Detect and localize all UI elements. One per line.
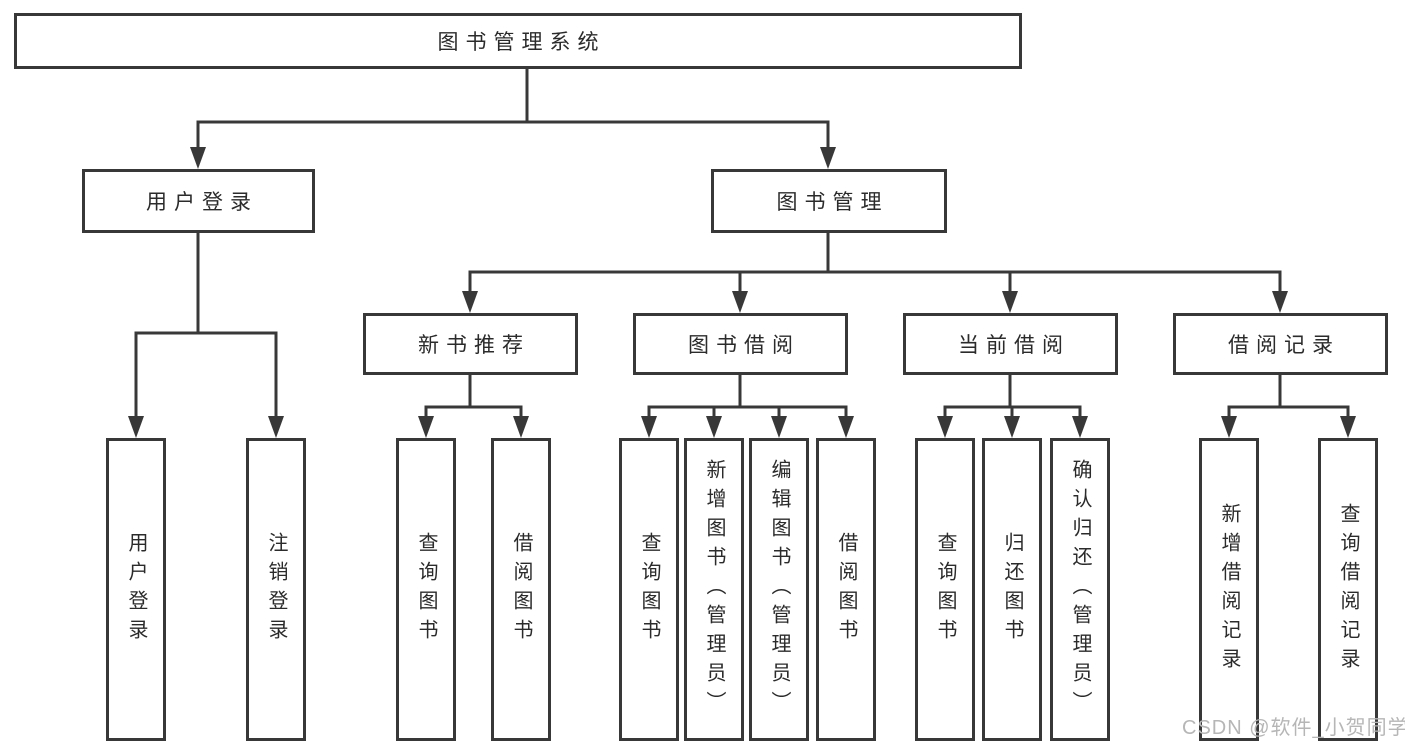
- node-book-management: 图书管理: [711, 169, 947, 233]
- leaf-query-books-recommend: 查询图书: [396, 438, 456, 741]
- node-new-book-recommend: 新书推荐: [363, 313, 578, 375]
- node-user-login: 用户登录: [82, 169, 315, 233]
- leaf-query-books-current-label: 查询图书: [934, 531, 956, 648]
- leaf-borrow-books-recommend-label: 借阅图书: [510, 531, 532, 648]
- leaf-query-books-borrow-label: 查询图书: [638, 531, 660, 648]
- node-current-borrow-label: 当前借阅: [958, 334, 1070, 357]
- leaf-return-books: 归还图书: [982, 438, 1042, 741]
- node-user-login-label: 用户登录: [146, 191, 258, 214]
- leaf-edit-books-admin: 编辑图书（管理员）: [749, 438, 809, 741]
- leaf-add-borrow-record-label: 新增借阅记录: [1218, 502, 1240, 677]
- connector-records: [1221, 375, 1356, 438]
- leaf-confirm-return-admin-label: 确认归还（管理员）: [1069, 459, 1091, 720]
- connector-book-mgmt: [462, 233, 1288, 313]
- leaf-edit-books-admin-label: 编辑图书（管理员）: [768, 459, 790, 720]
- leaf-query-books-recommend-label: 查询图书: [415, 531, 437, 648]
- leaf-query-books-borrow: 查询图书: [619, 438, 679, 741]
- leaf-query-books-current: 查询图书: [915, 438, 975, 741]
- leaf-add-books-admin-label: 新增图书（管理员）: [703, 459, 725, 720]
- leaf-borrow-books-label: 借阅图书: [835, 531, 857, 648]
- csdn-watermark: CSDN @软件_小贺同学: [1182, 717, 1405, 739]
- leaf-logout-label: 注销登录: [265, 531, 287, 648]
- node-book-borrow-label: 图书借阅: [688, 334, 800, 357]
- leaf-borrow-books-recommend: 借阅图书: [491, 438, 551, 741]
- node-borrow-records: 借阅记录: [1173, 313, 1388, 375]
- node-library-system-label: 图书管理系统: [437, 31, 606, 54]
- connector-user-login: [128, 233, 284, 438]
- leaf-user-login: 用户登录: [106, 438, 166, 741]
- leaf-add-books-admin: 新增图书（管理员）: [684, 438, 744, 741]
- connector-new-rec: [418, 375, 529, 438]
- node-new-book-recommend-label: 新书推荐: [418, 334, 530, 357]
- connector-borrow: [641, 375, 854, 438]
- node-book-borrow: 图书借阅: [633, 313, 848, 375]
- leaf-query-borrow-record: 查询借阅记录: [1318, 438, 1378, 741]
- leaf-logout: 注销登录: [246, 438, 306, 741]
- leaf-query-borrow-record-label: 查询借阅记录: [1337, 502, 1359, 677]
- leaf-return-books-label: 归还图书: [1001, 531, 1023, 648]
- node-borrow-records-label: 借阅记录: [1228, 334, 1340, 357]
- node-book-management-label: 图书管理: [776, 191, 889, 214]
- connector-root: [190, 69, 836, 169]
- leaf-add-borrow-record: 新增借阅记录: [1199, 438, 1259, 741]
- leaf-user-login-label: 用户登录: [125, 531, 147, 648]
- connector-current: [937, 375, 1088, 438]
- node-current-borrow: 当前借阅: [903, 313, 1118, 375]
- node-library-system: 图书管理系统: [14, 13, 1022, 69]
- leaf-borrow-books: 借阅图书: [816, 438, 876, 741]
- leaf-confirm-return-admin: 确认归还（管理员）: [1050, 438, 1110, 741]
